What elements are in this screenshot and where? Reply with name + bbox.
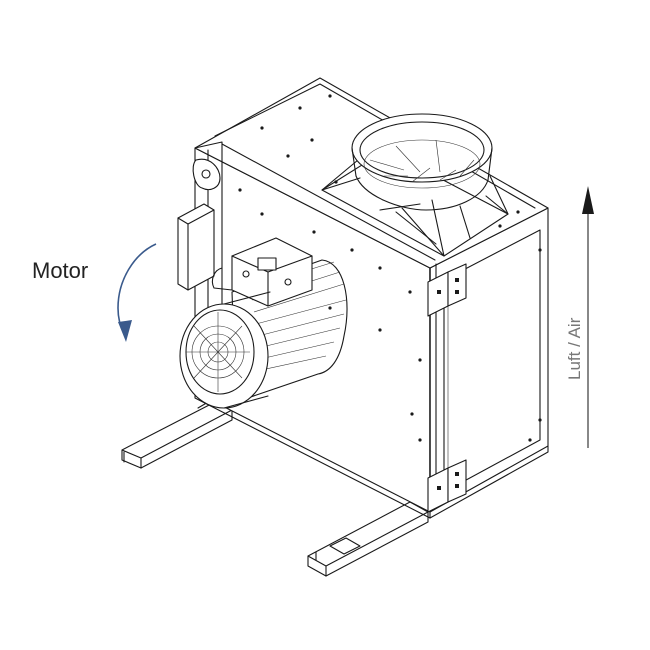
airflow-label: Luft / Air — [565, 317, 584, 380]
motor-fan-grille — [186, 312, 250, 392]
arrowhead — [118, 320, 132, 342]
motor-label: Motor — [32, 258, 88, 283]
airflow-arrowhead — [582, 186, 594, 214]
curved-arrow-down-icon — [117, 243, 157, 335]
motor-assembly — [179, 237, 348, 409]
rivets — [238, 94, 542, 442]
airflow-indicator: Luft / Air — [565, 186, 594, 448]
hinge-top — [427, 263, 467, 317]
hinge-bottom — [427, 459, 467, 513]
air-inlet-collar — [321, 113, 509, 257]
motor-rotation-indicator: Motor — [32, 243, 157, 342]
handle-bracket — [177, 158, 221, 291]
